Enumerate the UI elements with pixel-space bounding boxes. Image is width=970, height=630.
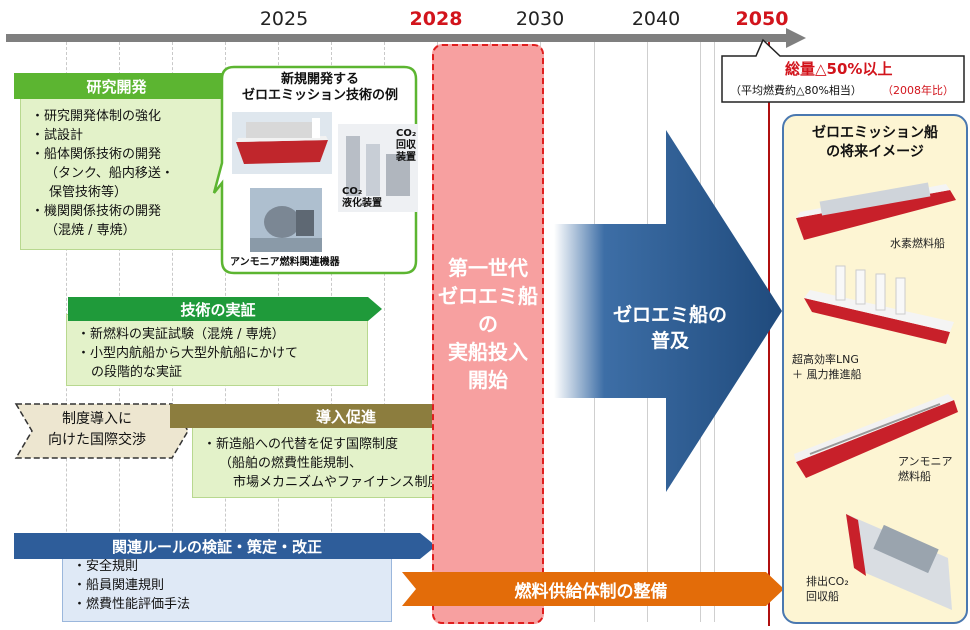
research-header-shape [14,73,234,99]
co2-capture-ship-image [846,514,952,610]
year-label-2025: 2025 [259,8,309,30]
ammonia-equipment-label: アンモニア燃料関連機器 [230,257,340,268]
ship-caption-line: 排出CO₂ [806,575,849,588]
co2-capture-line: CO₂ [396,128,417,139]
goal-callout-shape [721,38,965,103]
research-item: ・試設計 [31,128,84,143]
goal-sub: （平均燃費約△80%相当） [730,84,862,97]
examples-title-line: ゼロエミッション技術の例 [241,88,398,103]
promotion-item: 市場メカニズムやファイナンス制度等） [233,475,467,490]
ship-caption-co2-capture: 排出CO₂ 回収船 [806,574,849,604]
grid-line [384,42,385,622]
co2-capture-label: CO₂ 回収 装置 [396,128,416,164]
research-item: ・研究開発体制の強化 [31,109,162,124]
co2-equipment-image [338,124,418,212]
rules-title: 関連ルールの検証・策定・改正 [111,537,322,556]
negotiation-line: 制度導入に [62,411,132,427]
first-gen-box [432,44,544,624]
first-gen-line: ゼロエミ船 [438,284,538,308]
first-gen-line: 開始 [468,368,508,392]
rules-item: ・燃費性能評価手法 [73,597,191,612]
first-gen-label: 第一世代 ゼロエミ船 の 実船投入 開始 [432,254,544,394]
first-gen-line: 実船投入 [448,340,528,364]
spread-label: ゼロエミ船の 普及 [600,302,740,354]
future-title: ゼロエミッション船 の将来イメージ [784,124,966,162]
demo-item: ・新燃料の実証試験（混焼 / 専焼） [77,327,285,342]
spread-line: ゼロエミ船の [612,304,727,326]
co2-liquefy-label: CO₂ 液化装置 [342,186,382,210]
ship-caption-hydrogen: 水素燃料船 [890,236,945,251]
research-box: ・研究開発体制の強化 ・試設計 ・船体関係技術の開発 （タンク、船内移送・ 保管… [20,88,228,250]
negotiation-label: 制度導入に 向けた国際交渉 [32,409,162,451]
ship-caption-line: 超高効率LNG [792,353,859,366]
ship-caption-line: 燃料船 [898,470,931,483]
rules-box: ・安全規則 ・船員関連規則 ・燃費性能評価手法 [62,550,392,622]
rules-header-shape [14,533,436,559]
goal-ref: （2008年比） [882,84,954,97]
hydrogen-ship-image [796,182,956,240]
fuel-supply-label: 燃料供給体制の整備 [514,581,668,602]
ship-caption-line: 水素燃料船 [890,237,945,250]
demo-header-shape [68,297,382,321]
promotion-item: ・新造船への代替を促す国際制度 [203,437,399,452]
rules-item: ・安全規則 [73,559,139,574]
future-title-line: ゼロエミッション船 [812,125,938,141]
spread-line: 普及 [650,330,689,352]
fuel-supply-arrow [402,572,784,606]
research-item: （混焼 / 専焼） [45,223,136,238]
research-title: 研究開発 [86,77,147,96]
research-item: ・機関関係技術の開発 [31,204,162,219]
demo-item: の段階的な実証 [91,365,183,380]
future-title-line: の将来イメージ [826,144,924,160]
ship-caption-line: ＋ 風力推進船 [792,368,862,381]
negotiation-line: 向けた国際交渉 [48,432,146,448]
ship-caption-ammonia: アンモニア 燃料船 [898,454,953,484]
year-label-2040: 2040 [631,8,681,30]
ammonia-ship-image [794,394,958,478]
ship-caption-line: アンモニア [898,455,953,468]
co2-capture-line: 回収 [396,140,416,151]
research-item: （タンク、船内移送・ [45,166,174,181]
year-label-2050: 2050 [735,8,789,30]
demo-title: 技術の実証 [180,300,256,319]
ship-caption-line: 回収船 [806,590,839,603]
co2-liquefy-line: 液化装置 [342,198,382,209]
first-gen-line: の [478,312,498,336]
research-item: ・船体関係技術の開発 [31,147,162,162]
example-ship-image [232,112,332,174]
year-2050-line [768,42,770,626]
timeline-arrow [6,28,806,48]
demo-item: ・小型内航船から大型外航船にかけて [77,346,299,361]
promotion-item: （船舶の燃費性能規制、 [219,456,363,471]
goal-main: 総量△50%以上 [785,60,893,78]
ship-caption-lng-wind: 超高効率LNG ＋ 風力推進船 [792,352,862,382]
spread-arrow [554,130,782,492]
first-gen-line: 第一世代 [448,256,528,280]
lng-wind-ship-image [804,265,954,344]
co2-capture-line: 装置 [396,152,416,163]
rules-item: ・船員関連規則 [73,578,165,593]
demo-box: ・新燃料の実証試験（混焼 / 専焼） ・小型内航船から大型外航船にかけて の段階… [66,314,368,386]
examples-title-line: 新規開発する [280,72,359,87]
examples-title: 新規開発する ゼロエミッション技術の例 [230,72,410,104]
ammonia-equipment-image [250,188,322,252]
year-label-2030: 2030 [515,8,565,30]
year-label-2028: 2028 [409,8,463,30]
promotion-title: 導入促進 [315,407,376,426]
co2-liquefy-line: CO₂ [342,186,363,197]
research-item: 保管技術等） [49,185,128,200]
